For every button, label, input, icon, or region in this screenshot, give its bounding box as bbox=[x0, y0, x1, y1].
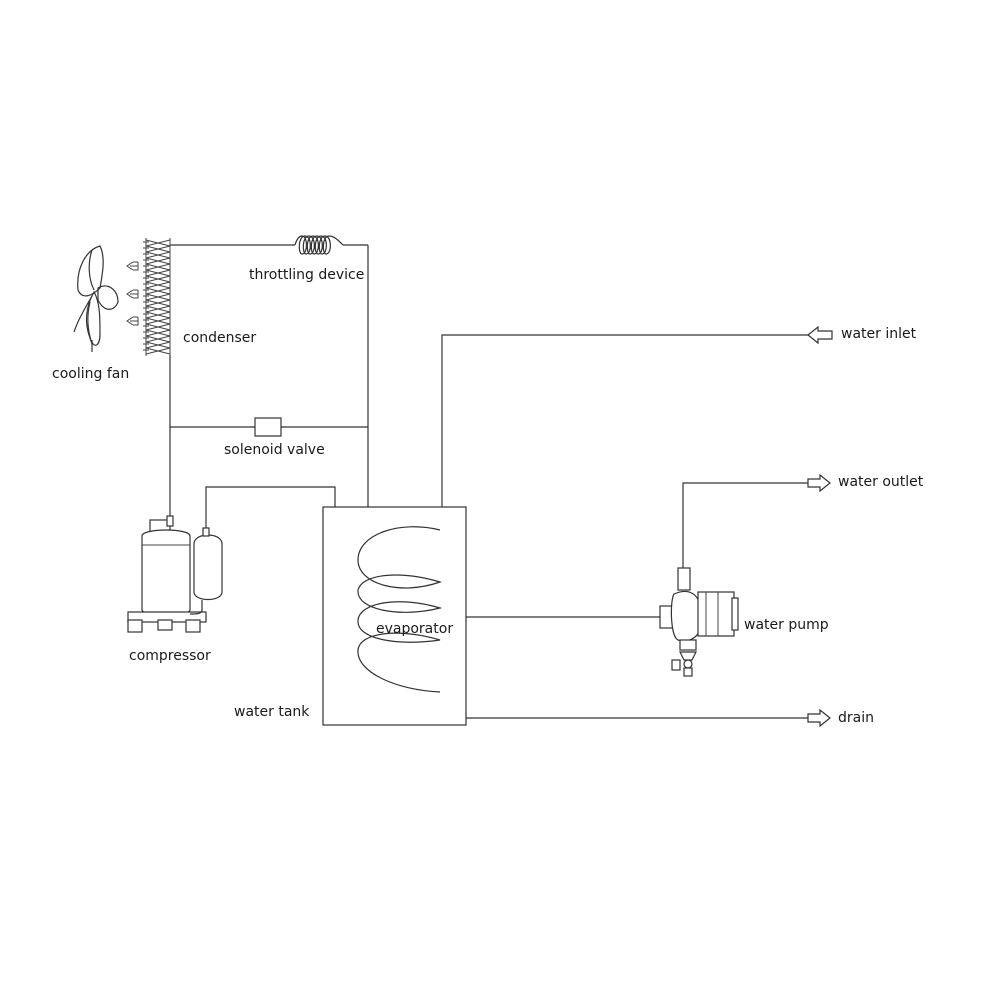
drain-arrow-icon bbox=[807, 708, 831, 728]
evaporator-label: evaporator bbox=[376, 621, 454, 637]
throttling-device-label: throttling device bbox=[249, 267, 365, 283]
water-tank-label: water tank bbox=[234, 704, 310, 720]
compressor-icon bbox=[127, 515, 223, 633]
cooling-fan-icon bbox=[73, 245, 119, 352]
solenoid-valve-icon bbox=[254, 417, 282, 437]
water-inlet-arrow-icon bbox=[807, 325, 833, 345]
evaporator-coil bbox=[357, 526, 443, 693]
refrigerant-piping bbox=[169, 244, 369, 530]
water-pump-icon bbox=[659, 567, 739, 677]
drain-label: drain bbox=[838, 710, 874, 726]
condenser-coil-icon bbox=[143, 238, 171, 356]
water-outlet-label: water outlet bbox=[838, 474, 924, 490]
water-piping bbox=[441, 334, 810, 719]
water-tank bbox=[322, 506, 467, 726]
water-outlet-arrow-icon bbox=[807, 473, 831, 493]
condenser-label: condenser bbox=[183, 330, 257, 346]
cooling-fan-label: cooling fan bbox=[52, 366, 130, 382]
throttling-coil-icon bbox=[294, 235, 344, 255]
water-pump-label: water pump bbox=[744, 617, 829, 633]
solenoid-valve-label: solenoid valve bbox=[224, 442, 325, 458]
water-inlet-label: water inlet bbox=[841, 326, 917, 342]
airflow-arrows bbox=[126, 261, 139, 326]
compressor-label: compressor bbox=[129, 648, 211, 664]
